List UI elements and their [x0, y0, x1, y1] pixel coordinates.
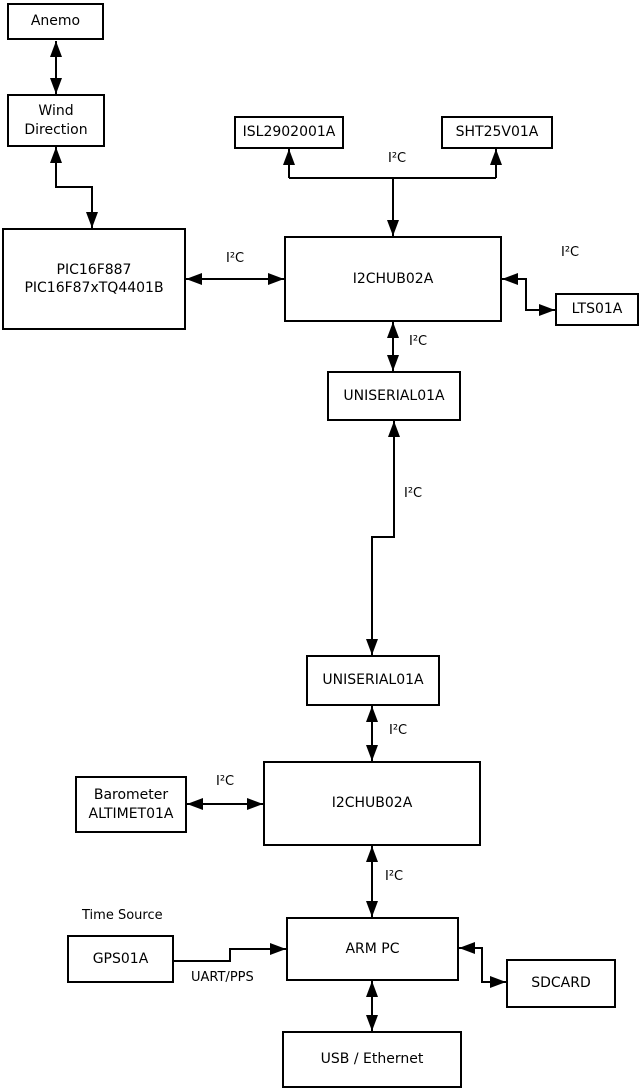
node-i2chub-bottom-label: I2CHUB02A	[331, 795, 413, 812]
label-i2c-hub2-armpc: I²C	[385, 869, 404, 884]
node-wind-direction: Wind Direction	[7, 94, 105, 147]
label-i2c-pic-hub: I²C	[226, 251, 245, 266]
label-i2c-uniserial-link: I²C	[404, 486, 423, 501]
connector-armpc-sdcard	[459, 942, 506, 988]
node-isl2902001a: ISL2902001A	[234, 116, 344, 149]
node-i2chub-top-label: I2CHUB02A	[352, 270, 434, 287]
connector-gps-armpc	[174, 943, 286, 962]
node-uniserial-top: UNISERIAL01A	[327, 371, 461, 421]
node-isl2902001a-label: ISL2902001A	[242, 124, 336, 141]
label-i2c-bus-top: I²C	[388, 151, 407, 166]
node-i2chub-bottom: I2CHUB02A	[263, 761, 481, 846]
node-sdcard-label: SDCARD	[531, 975, 591, 992]
node-pic: PIC16F887 PIC16F87xTQ4401B	[2, 228, 186, 330]
node-usb-ethernet: USB / Ethernet	[282, 1031, 462, 1088]
node-uniserial-top-label: UNISERIAL01A	[343, 387, 445, 404]
label-uart-pps: UART/PPS	[191, 970, 254, 985]
node-anemo: Anemo	[7, 3, 104, 40]
connector-uniserialtop-uniserialbottom	[366, 421, 400, 655]
connector-i2chubtop-lts	[502, 273, 555, 316]
label-time-source: Time Source	[82, 908, 163, 923]
label-i2c-uniserial-hub2: I²C	[389, 723, 408, 738]
connector-winddirection-pic	[50, 147, 98, 228]
node-lts01a-label: LTS01A	[571, 301, 623, 318]
node-gps01a-label: GPS01A	[92, 950, 149, 967]
label-i2c-hub-uniserial: I²C	[409, 334, 428, 349]
node-wind-direction-line2: Direction	[24, 121, 88, 138]
node-lts01a: LTS01A	[555, 293, 639, 326]
node-usb-ethernet-label: USB / Ethernet	[320, 1051, 424, 1068]
node-pic-line1: PIC16F887	[56, 261, 132, 278]
node-pic-line2: PIC16F87xTQ4401B	[24, 280, 164, 296]
node-gps01a: GPS01A	[67, 935, 174, 983]
node-uniserial-bottom: UNISERIAL01A	[306, 655, 440, 706]
node-arm-pc-label: ARM PC	[345, 940, 400, 957]
node-sdcard: SDCARD	[506, 959, 616, 1008]
node-sht25v01a: SHT25V01A	[441, 116, 553, 149]
node-barometer: Barometer ALTIMET01A	[75, 776, 187, 833]
node-sht25v01a-label: SHT25V01A	[455, 124, 539, 141]
label-i2c-barometer-hub2: I²C	[216, 774, 235, 789]
node-anemo-label: Anemo	[30, 13, 81, 30]
node-barometer-line2: ALTIMET01A	[88, 805, 174, 822]
node-barometer-line1: Barometer	[93, 787, 169, 804]
node-arm-pc: ARM PC	[286, 917, 459, 981]
node-uniserial-bottom-label: UNISERIAL01A	[322, 672, 424, 689]
node-wind-direction-line1: Wind	[38, 103, 74, 120]
node-i2chub-top: I2CHUB02A	[284, 236, 502, 322]
label-i2c-hub-lts: I²C	[561, 245, 580, 260]
